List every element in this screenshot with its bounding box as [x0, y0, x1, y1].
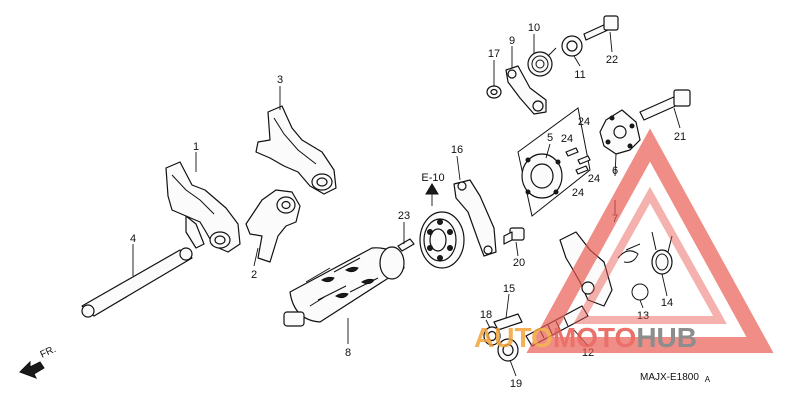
direction-label: FR. [39, 344, 58, 361]
watermark-logo: AUTOMOTOHUB [474, 128, 774, 353]
callout-8: 8 [345, 347, 351, 359]
callout-6: 6 [612, 165, 618, 177]
callout-2: 2 [251, 269, 257, 281]
shift-fork-2 [245, 189, 301, 263]
callout-4: 4 [130, 233, 136, 245]
reference-arrow-icon [425, 183, 439, 206]
plate-bolt [503, 227, 525, 245]
callout-11: 11 [574, 69, 585, 81]
shift-drum-center [599, 109, 641, 155]
callout-16: 16 [451, 144, 463, 156]
callout-10: 10 [528, 22, 540, 34]
spring-13 [617, 243, 649, 301]
diagram-code-main: MAJX-E1800 [640, 372, 699, 383]
callout-18: 18 [480, 309, 492, 321]
callout-14: 14 [661, 297, 673, 309]
return-spring-10 [527, 47, 557, 77]
watermark-moto: MOTO [553, 322, 636, 353]
callout-22: 22 [606, 54, 618, 66]
bearing-setting-plate [453, 179, 497, 257]
callout-3: 3 [277, 74, 283, 86]
callout-labels: 1 2 3 4 5 6 7 8 9 10 11 12 13 14 15 16 1… [130, 22, 686, 390]
callout-17: 17 [488, 48, 500, 60]
callout-20: 20 [513, 257, 525, 269]
collar-15 [493, 313, 523, 331]
callout-5: 5 [547, 132, 553, 144]
shift-fork-3 [255, 105, 337, 195]
callout-1: 1 [193, 141, 199, 153]
watermark-triangle-inner [573, 186, 727, 324]
leader-lines [132, 31, 681, 377]
drum-bearing [419, 211, 465, 269]
callout-23: 23 [398, 210, 410, 222]
callout-24a: 24 [578, 116, 590, 128]
callout-13: 13 [637, 310, 649, 322]
reference-label: E-10 [421, 172, 444, 184]
callout-9: 9 [509, 35, 515, 47]
callout-24d: 24 [588, 173, 600, 185]
watermark-triangle-outer [526, 128, 774, 353]
watermark-text: AUTOMOTOHUB [474, 322, 697, 353]
callout-24c: 24 [572, 187, 584, 199]
callout-21: 21 [674, 131, 686, 143]
callout-24b: 24 [561, 133, 573, 145]
collar-11 [561, 35, 583, 57]
washer-18 [483, 326, 501, 346]
return-spring-14 [651, 231, 673, 275]
watermark-hub: HUB [636, 322, 697, 353]
callout-19: 19 [510, 378, 522, 390]
front-direction-arrow-icon: FR. [19, 344, 58, 379]
dowel-pins-24 [565, 147, 591, 175]
callout-15: 15 [503, 283, 515, 295]
bolt-21 [639, 89, 691, 121]
shift-drum [283, 246, 405, 327]
dowel-pin [397, 238, 415, 252]
washer-17 [486, 85, 502, 99]
diagram-code: MAJX-E1800 A [640, 372, 711, 384]
watermark-auto: AUTO [474, 322, 553, 353]
drum-center-plate [517, 107, 591, 217]
oil-seal [497, 338, 519, 362]
shift-fork-shaft [81, 247, 193, 318]
shift-fork-1 [165, 161, 241, 253]
diagram-code-suffix: A [705, 375, 711, 384]
bolt-22 [583, 15, 619, 41]
stopper-arm [505, 65, 547, 115]
